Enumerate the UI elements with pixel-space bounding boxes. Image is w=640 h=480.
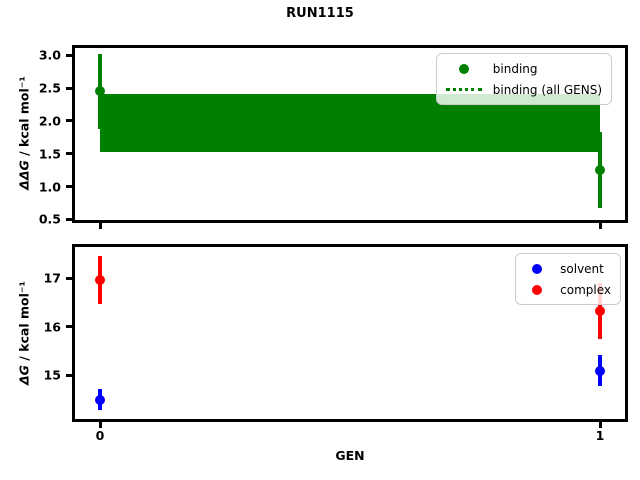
top-y-axis-label: ΔΔG / kcal mol⁻¹ (17, 76, 32, 190)
legend-label: binding (all GENS) (492, 82, 602, 97)
legend-label: solvent (560, 261, 604, 276)
dot-marker-icon (532, 263, 543, 274)
x-tick-label: 1 (595, 428, 605, 443)
bottom-y-axis-label-math: ΔG (16, 365, 32, 385)
top-plot-area: binding binding (all GENS) 0.5 1.0 1.5 2.0 2.… (39, 45, 628, 229)
y-tick (66, 152, 72, 156)
x-axis-label: GEN (335, 448, 365, 463)
x-tick (98, 223, 102, 229)
x-tick (598, 422, 602, 428)
top-legend: binding binding (all GENS) (435, 53, 612, 105)
y-tick (66, 86, 72, 90)
y-tick (66, 373, 72, 377)
legend-entry: binding (all GENS) (445, 79, 602, 100)
bottom-y-axis-label: ΔG / kcal mol⁻¹ (17, 281, 32, 385)
x-tick (598, 223, 602, 229)
legend-handle (524, 263, 550, 274)
bottom-legend: solvent complex (515, 253, 621, 305)
legend-label: binding (492, 61, 538, 76)
solvent-point (95, 394, 105, 405)
y-tick-label: 1.0 (38, 179, 61, 195)
bottom-plot-area: solvent complex 15 16 17 0 1 (44, 244, 628, 443)
complex-point (95, 274, 105, 285)
dot-marker-icon (458, 63, 469, 74)
y-tick-label: 0.5 (38, 211, 61, 227)
dotted-line-icon (445, 88, 482, 91)
y-tick (66, 325, 72, 329)
y-tick (66, 276, 72, 280)
y-tick-label: 3.0 (38, 47, 61, 63)
y-tick-label: 2.5 (38, 80, 61, 96)
y-tick (66, 185, 72, 189)
legend-label: complex (560, 282, 611, 297)
y-tick-label: 17 (43, 270, 61, 286)
y-tick (66, 53, 72, 57)
legend-handle (524, 284, 550, 295)
bottom-y-axis-label-units: / kcal mol⁻¹ (16, 281, 32, 366)
figure-title: RUN1115 (286, 6, 354, 21)
solvent-point (595, 365, 605, 376)
legend-entry: binding (445, 58, 602, 79)
binding-point (95, 86, 105, 97)
legend-entry: complex (524, 279, 611, 300)
y-tick-label: 16 (43, 319, 61, 335)
top-y-axis-label-units: / kcal mol⁻¹ (16, 76, 32, 161)
x-tick-label: 0 (95, 428, 105, 443)
y-tick (66, 119, 72, 123)
complex-point (595, 305, 605, 316)
binding-point (595, 165, 605, 176)
x-tick (98, 422, 102, 428)
legend-entry: solvent (524, 258, 611, 279)
dot-marker-icon (532, 284, 543, 295)
y-tick-label: 15 (43, 367, 61, 383)
top-y-axis-label-math: ΔΔG (16, 160, 32, 190)
y-tick (66, 217, 72, 221)
y-tick-label: 1.5 (38, 146, 61, 162)
legend-handle (445, 88, 483, 91)
y-tick-label: 2.0 (38, 113, 61, 129)
legend-handle (445, 63, 483, 74)
